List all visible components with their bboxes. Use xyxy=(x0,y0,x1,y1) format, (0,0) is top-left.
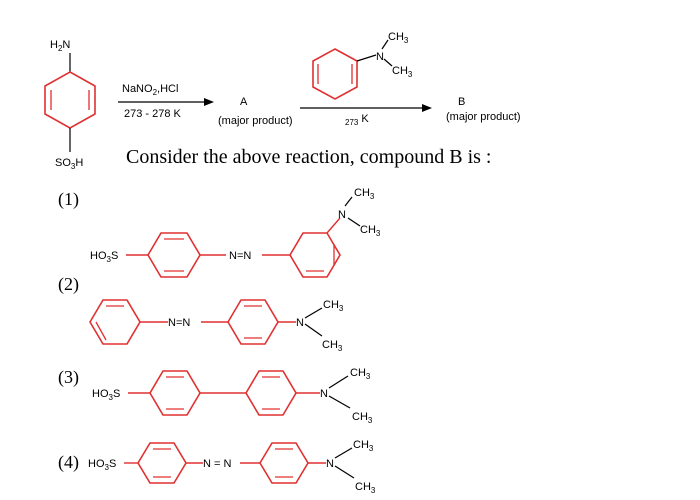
option-4-left-group: HO3S xyxy=(88,458,116,472)
option-3-ch3-bottom: CH3 xyxy=(352,411,373,425)
option-3-left-group: HO3S xyxy=(92,388,120,402)
option-2-number[interactable]: (2) xyxy=(58,274,79,295)
reagent1-top-label: NaNO2,HCl xyxy=(122,83,178,97)
reactant-acid-label: SO3H xyxy=(55,157,83,171)
option-1-left-group: HO3S xyxy=(90,250,118,264)
option-3-number[interactable]: (3) xyxy=(58,367,79,388)
option-1-n: N xyxy=(338,209,346,221)
option-1-ring-right xyxy=(289,232,341,278)
option-2-ch3-top: CH3 xyxy=(323,299,344,313)
reagent2-n-bond xyxy=(356,54,377,62)
option-4-ch3-top: CH3 xyxy=(353,439,374,453)
option-2-azo: N=N xyxy=(168,317,190,329)
question-text: Consider the above reaction, compound B … xyxy=(126,146,491,168)
reagent2-ch3-bottom: CH3 xyxy=(392,65,413,79)
option-3-ch3-top: CH3 xyxy=(350,367,371,381)
option-1-ch3-top: CH3 xyxy=(354,187,375,201)
product-b-note: (major product) xyxy=(446,111,521,123)
reagent2-ch3-top: CH3 xyxy=(388,31,409,45)
option-2-ch3-bottom: CH3 xyxy=(322,339,343,353)
option-4-number[interactable]: (4) xyxy=(58,452,79,473)
arrow-2-head xyxy=(422,104,432,112)
option-1-ch3-bottom: CH3 xyxy=(360,224,381,238)
option-1-number[interactable]: (1) xyxy=(58,189,79,210)
reagent2-benzene-ring xyxy=(312,48,358,100)
reagent2-n-label: N xyxy=(376,51,384,63)
option-4-ch3-bottom: CH3 xyxy=(355,481,376,495)
option-2-n: N xyxy=(296,317,304,329)
reagent2-bottom-label: 273 K xyxy=(345,113,369,127)
arrow-1-head xyxy=(204,98,214,106)
option-4-n: N xyxy=(326,458,334,470)
option-3-n: N xyxy=(320,388,328,400)
reagent1-bottom-label: 273 - 278 K xyxy=(124,108,182,120)
product-a-label: A xyxy=(240,96,248,108)
option-4-azo: N = N xyxy=(203,458,231,470)
product-a-note: (major product) xyxy=(218,115,293,127)
option-1-azo: N=N xyxy=(229,250,251,262)
reactant-amine-label: H2N xyxy=(50,39,70,53)
reactant-benzene-ring xyxy=(44,71,96,129)
product-b-label: B xyxy=(458,96,465,108)
